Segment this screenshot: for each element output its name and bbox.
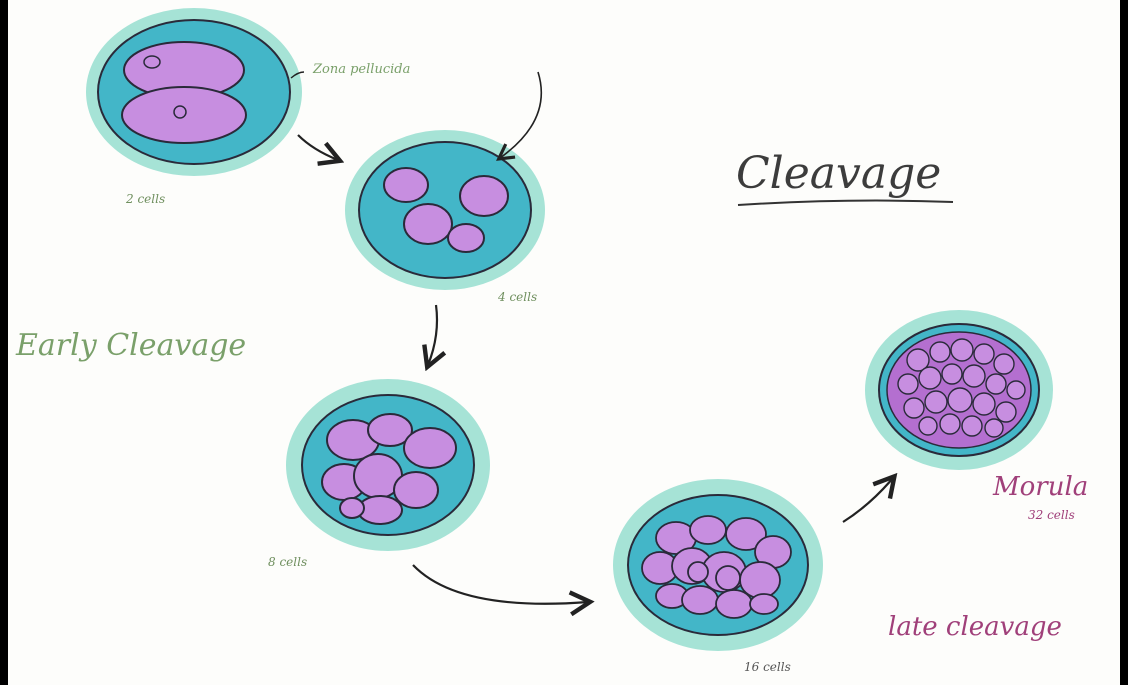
morula-label: Morula bbox=[993, 472, 1088, 502]
zona-pellucida-label: Zona pellucida bbox=[313, 62, 410, 77]
stage-early-cleavage: Early Cleavage bbox=[16, 328, 246, 363]
label-2-cells: 2 cells bbox=[126, 192, 165, 206]
embryo-4-cell bbox=[345, 130, 545, 290]
title-underline bbox=[738, 201, 953, 205]
label-4-cells: 4 cells bbox=[498, 290, 537, 304]
zona-pointer bbox=[500, 72, 541, 158]
morula-cell-count: 32 cells bbox=[1028, 508, 1075, 522]
embryo-2-cell bbox=[86, 8, 302, 176]
arrow-2-to-4 bbox=[298, 135, 338, 160]
diagram-title: Cleavage bbox=[736, 148, 941, 199]
arrow-4-to-8 bbox=[428, 305, 437, 365]
stage-late-cleavage: late cleavage bbox=[888, 612, 1062, 642]
arrow-16-to-morula bbox=[843, 478, 893, 522]
embryo-16-cell bbox=[613, 479, 823, 651]
arrow-8-to-16 bbox=[413, 565, 588, 604]
label-16-cells: 16 cells bbox=[744, 660, 791, 674]
label-8-cells: 8 cells bbox=[268, 555, 307, 569]
diagram-canvas: Cleavage Zona pellucida 2 cells 4 cells … bbox=[8, 0, 1120, 685]
embryo-morula bbox=[865, 310, 1053, 470]
embryo-8-cell bbox=[286, 379, 490, 551]
